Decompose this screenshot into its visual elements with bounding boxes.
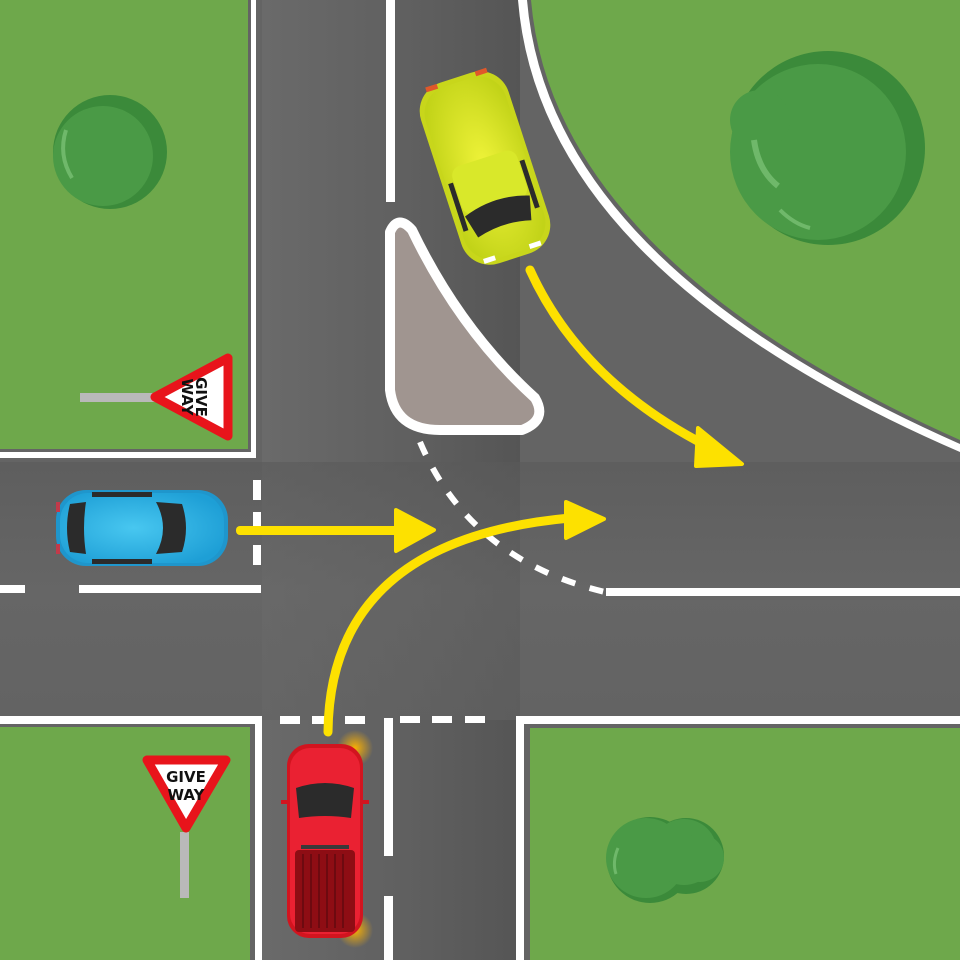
centre-line-west: [79, 585, 261, 593]
grass-bottom-left: [0, 716, 262, 960]
sign-post: [180, 832, 189, 898]
sign-post: [80, 393, 156, 402]
centre-line-east: [606, 588, 960, 596]
red-ute: [281, 730, 373, 948]
grass-top-left: [0, 0, 256, 458]
sign-text-line1: GIVE: [192, 377, 210, 417]
grass-bottom-right: [516, 716, 960, 960]
yellow-car: [419, 67, 551, 265]
blue-car: [56, 490, 228, 566]
give-way-sign-bottom: GIVE WAY: [142, 755, 231, 898]
traffic-island: [385, 217, 545, 435]
sign-text-line2: WAY: [178, 379, 196, 417]
yellow-car-path-arrow: [525, 265, 744, 468]
red-ute-path-arrow: [323, 500, 606, 737]
sign-text-line2: WAY: [168, 786, 206, 804]
sign-text-line1: GIVE: [166, 768, 206, 786]
centre-line-south: [384, 718, 393, 856]
centre-line-north: [386, 0, 395, 202]
blue-car-path-arrow: [236, 508, 436, 553]
tree-bottom-right: [606, 817, 724, 903]
centre-line-south-dash: [384, 896, 393, 960]
give-way-line-curve: [417, 440, 606, 595]
tree-top-right: [730, 51, 925, 245]
tree-top-left: [53, 95, 167, 209]
give-way-line-south: [280, 716, 485, 724]
give-way-sign-left: GIVE WAY: [80, 353, 233, 441]
give-way-line-west: [253, 480, 261, 565]
centre-line-west-dash: [0, 585, 25, 593]
